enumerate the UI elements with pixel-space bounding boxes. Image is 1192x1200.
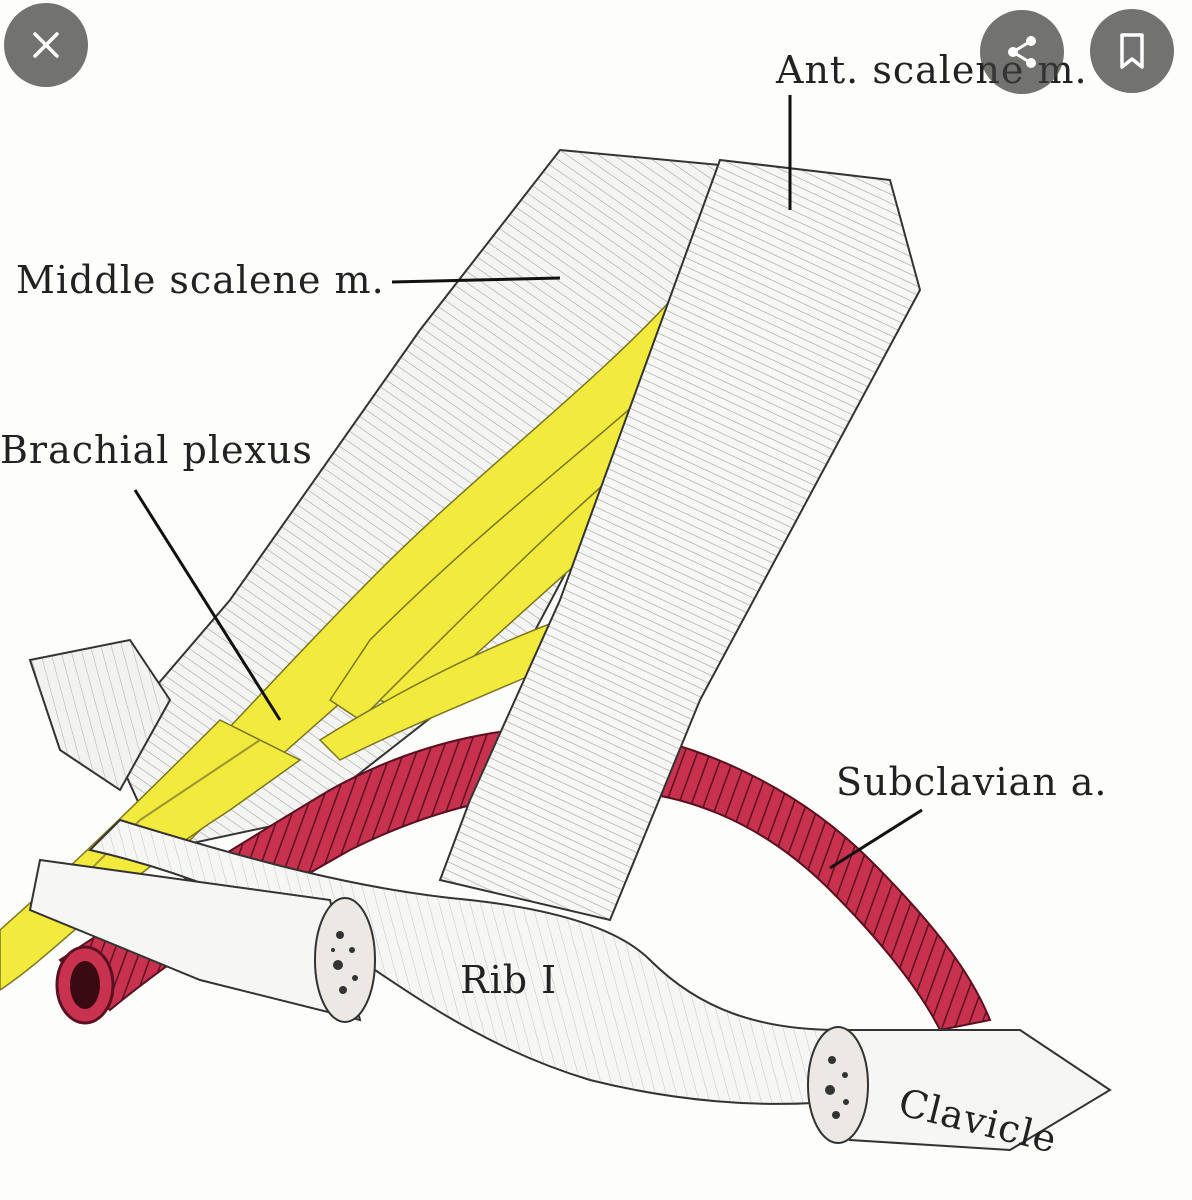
share-button[interactable]	[980, 10, 1064, 94]
label-middle-scalene: Middle scalene m.	[16, 258, 385, 302]
label-brachial-plexus: Brachial plexus	[0, 428, 313, 472]
bookmark-icon	[1120, 33, 1144, 69]
label-rib: Rib I	[460, 958, 558, 1002]
bookmark-button[interactable]	[1090, 9, 1174, 93]
leader-subclavian	[829, 808, 923, 870]
leader-brachial-plexus	[133, 489, 282, 721]
label-subclavian: Subclavian a.	[836, 760, 1108, 804]
leader-middle-scalene	[391, 276, 561, 284]
close-icon	[33, 32, 59, 58]
close-button[interactable]	[4, 3, 88, 87]
share-icon	[1008, 36, 1036, 68]
subclavian-artery	[58, 726, 992, 1032]
